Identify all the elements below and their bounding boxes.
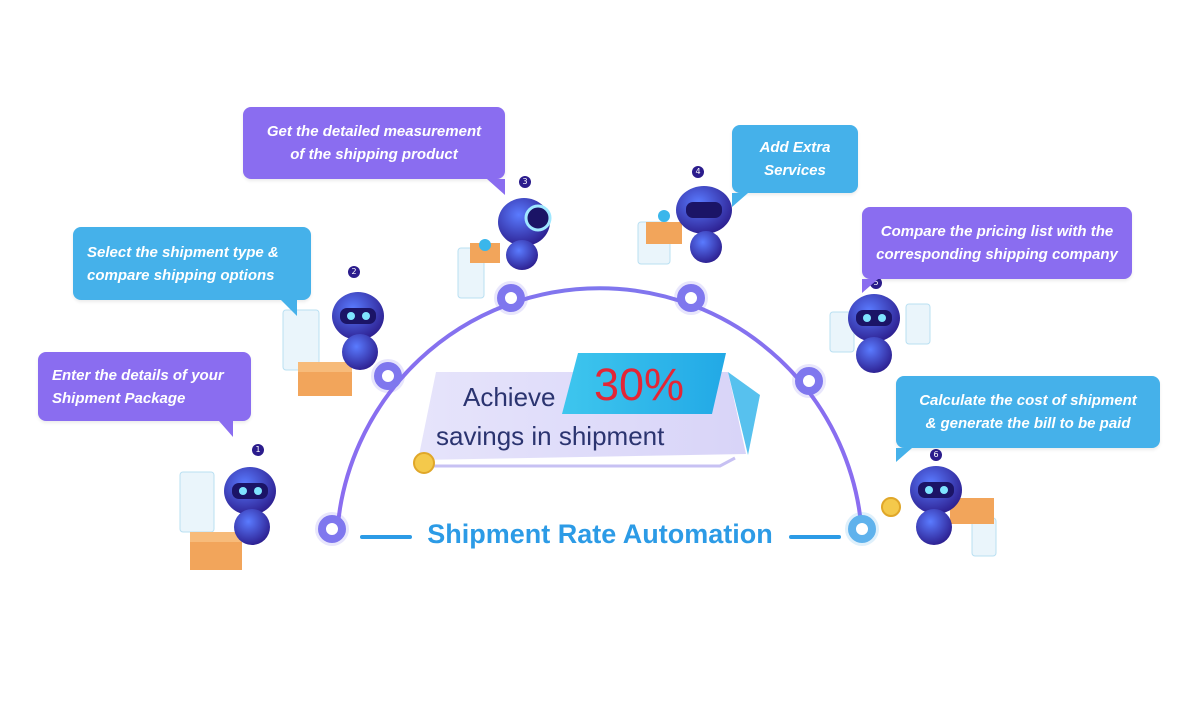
robot-illustration-6 — [910, 449, 996, 556]
arc-node-step-2 — [374, 362, 402, 390]
step-bubble-5: Compare the pricing list with the corres… — [862, 207, 1132, 279]
step-bubble-2: Select the shipment type & compare shipp… — [73, 227, 311, 300]
step-text-2: Select the shipment type & compare shipp… — [87, 241, 297, 287]
step-number-6: 6 — [930, 450, 942, 459]
robot-illustration-4 — [638, 166, 732, 264]
savings-prefix: Achieve — [463, 382, 556, 413]
savings-percent: 30% — [594, 359, 684, 411]
step-text-5: Compare the pricing list with the corres… — [876, 220, 1118, 266]
coin-icon — [414, 453, 900, 516]
arc-node-end — [848, 515, 876, 543]
arc-node-step-5 — [795, 367, 823, 395]
step-number-4: 4 — [692, 167, 704, 176]
diagram-title: Shipment Rate Automation — [420, 519, 780, 550]
step-bubble-3: Get the detailed measurement of the ship… — [243, 107, 505, 179]
step-number-1: 1 — [252, 445, 264, 454]
robot-illustration-5 — [830, 277, 930, 373]
arc-node-step-4 — [677, 284, 705, 312]
title-left-line — [360, 535, 412, 539]
step-bubble-4: Add Extra Services — [732, 125, 858, 193]
title-right-line — [789, 535, 841, 539]
arc-node-start — [318, 515, 346, 543]
step-text-6: Calculate the cost of shipment & generat… — [910, 389, 1146, 435]
step-bubble-1: Enter the details of your Shipment Packa… — [38, 352, 251, 421]
step-number-2: 2 — [348, 267, 360, 276]
step-text-4: Add Extra Services — [742, 136, 848, 182]
step-text-3: Get the detailed measurement of the ship… — [257, 120, 491, 166]
savings-suffix: savings in shipment — [436, 421, 664, 452]
arc-node-step-3 — [497, 284, 525, 312]
step-number-3: 3 — [519, 177, 531, 186]
step-bubble-6: Calculate the cost of shipment & generat… — [896, 376, 1160, 448]
step-text-1: Enter the details of your Shipment Packa… — [52, 364, 237, 410]
robot-illustration-1 — [180, 444, 276, 570]
